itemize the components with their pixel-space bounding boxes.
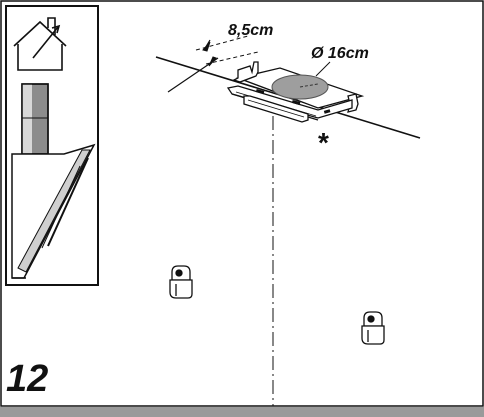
- house-exhaust-icon: [13, 17, 67, 71]
- note-marker: *: [318, 127, 329, 158]
- width-dimension: [167, 35, 259, 93]
- chimney-hood-icon: [11, 83, 96, 279]
- bottom-bar: [0, 407, 484, 417]
- step-number: 12: [6, 358, 48, 400]
- mounting-bracket: [226, 61, 365, 123]
- diagram-border: [0, 0, 484, 407]
- wall-plug-icon: [169, 265, 193, 299]
- diameter-leader: [315, 61, 331, 77]
- width-dimension-label: 8,5cm: [228, 22, 273, 39]
- diameter-dimension-label: Ø 16cm: [311, 45, 369, 62]
- wall-plug-icon: [361, 311, 385, 345]
- hood-type-panel: [5, 5, 99, 286]
